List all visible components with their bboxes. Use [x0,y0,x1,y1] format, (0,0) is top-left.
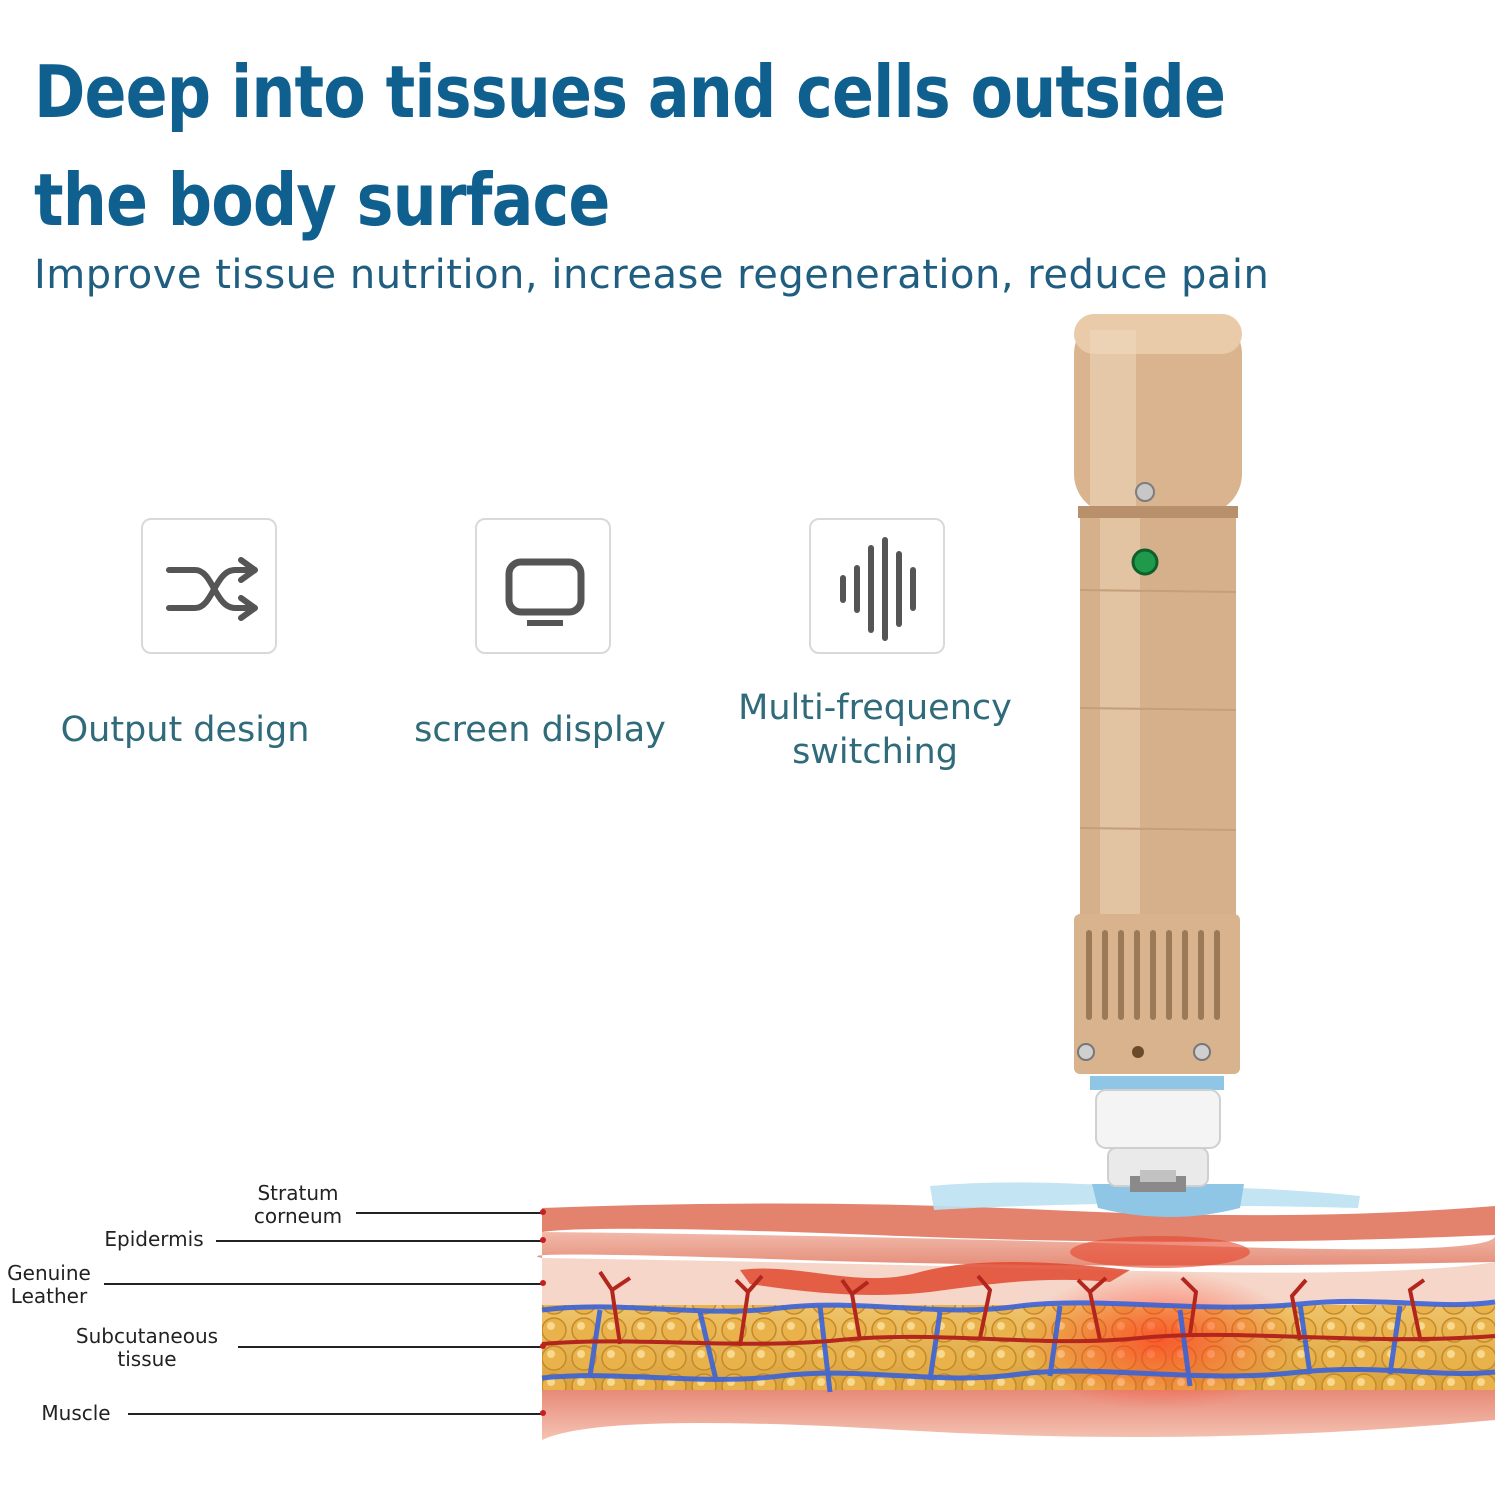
feature-label-screen-display: screen display [414,710,666,750]
leader-dot [540,1209,546,1215]
skin-layers [536,1203,1496,1440]
leader-line [238,1346,544,1348]
feature-output-design-box [141,518,277,654]
feature-label-output-design: Output design [60,710,310,750]
layer-label-muscle: Muscle [41,1401,111,1425]
leader-dot [540,1280,546,1286]
layer-label-stratum-corneum: Stratum corneum [253,1181,343,1228]
leader-dot [540,1343,546,1349]
layer-label-subcutaneous-tissue: Subcutaneous tissue [75,1324,219,1371]
monitor-icon [505,558,585,626]
shuffle-icon [166,557,258,621]
layer-label-epidermis: Epidermis [104,1227,204,1251]
layer-label-genuine-leather: Genuine Leather [7,1261,91,1308]
feature-multi-frequency-box [809,518,945,654]
artery-network [541,1270,1496,1347]
feature-label-multi-frequency: Multi-frequency switching [738,688,1012,772]
therapy-device [930,314,1360,1217]
leader-line [128,1413,544,1415]
leader-dot [540,1237,546,1243]
leader-dot [540,1410,546,1416]
feature-screen-display-box [475,518,611,654]
sound-wave-icon [840,537,916,641]
leader-line [216,1240,544,1242]
leader-line [104,1283,544,1285]
headline-title: Deep into tissues and cells outside the … [34,50,1226,242]
leader-line [356,1212,544,1214]
headline-subtitle: Improve tissue nutrition, increase regen… [34,252,1270,298]
indicator-light [1131,548,1159,576]
